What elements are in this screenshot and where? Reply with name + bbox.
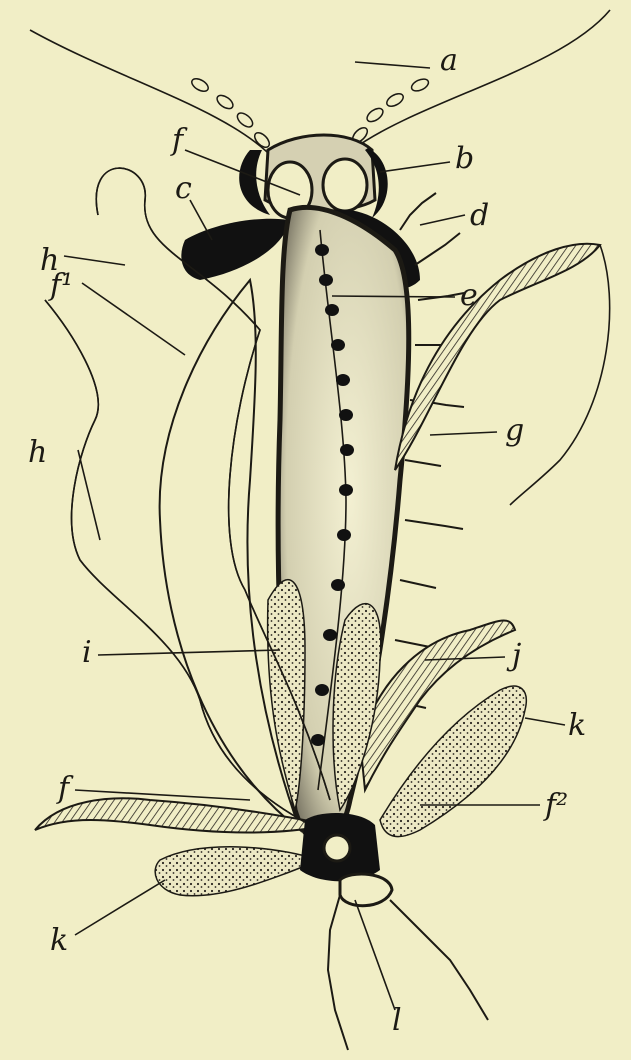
label-a: a (440, 43, 458, 78)
tail-ring (324, 835, 350, 861)
structure-g (395, 244, 600, 470)
label-f2: f² (543, 788, 568, 823)
label-e: e (460, 278, 478, 313)
label-g: g (505, 413, 524, 448)
label-l: l (392, 1003, 402, 1038)
label-d: d (470, 198, 489, 233)
label-c: c (175, 171, 192, 206)
tail-plate (340, 874, 392, 906)
label-f: f (170, 123, 188, 158)
cerci (328, 895, 488, 1050)
right-antenna (352, 10, 610, 150)
label-f1: f¹ (48, 268, 73, 303)
label-j: j (506, 638, 521, 673)
structure-f-lower (35, 798, 330, 832)
structure-k-left (155, 847, 320, 896)
label-f-lower: f (56, 771, 74, 806)
label-i: i (82, 635, 92, 670)
label-h-lower: h (28, 435, 47, 470)
eye-right (323, 159, 367, 211)
left-antenna (30, 30, 275, 160)
label-k-right: k (568, 708, 586, 743)
label-k-left: k (50, 923, 68, 958)
dark-lobe-left (181, 219, 290, 280)
label-b: b (455, 141, 474, 176)
structure-i-left (268, 580, 305, 810)
